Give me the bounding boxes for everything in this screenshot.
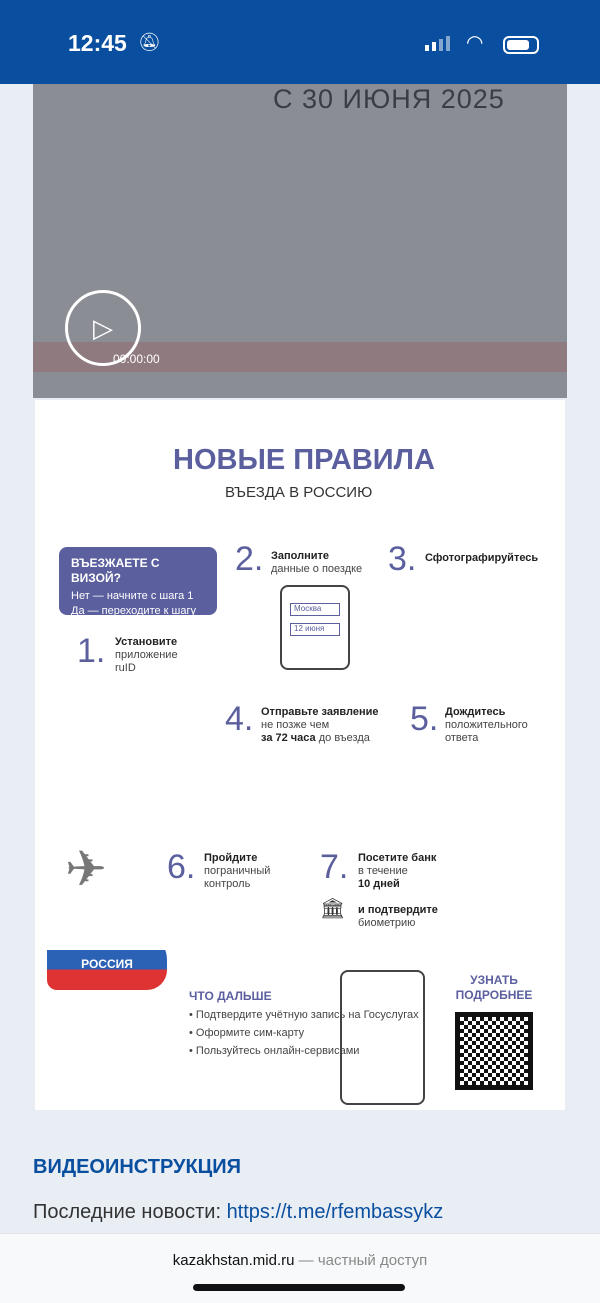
wifi-icon: ◠ — [466, 32, 484, 54]
step-bold: Сфотографируйтесь — [425, 552, 539, 564]
bank-icon: 🏛︎ — [320, 898, 346, 920]
step-number: 4. — [225, 700, 254, 738]
next-steps-title: ЧТО ДАЛЬШЕ — [189, 989, 272, 1003]
infographic-subtitle: ВЪЕЗДА В РОССИЮ — [225, 484, 373, 501]
home-indicator[interactable] — [193, 1284, 405, 1291]
next-item: • Пользуйтесь онлайн-сервисами — [189, 1045, 360, 1057]
play-icon: ▷ — [93, 312, 113, 343]
bell-slash-icon: 🔕︎ — [138, 32, 161, 52]
step-number: 2. — [235, 540, 264, 578]
step-bold: за 72 часа — [261, 732, 316, 744]
step-bold: Заполните — [271, 550, 329, 562]
map-label: РОССИЯ — [81, 957, 133, 971]
step-number: 6. — [167, 848, 196, 886]
browser-bar: kazakhstan.mid.ru — частный доступ — [0, 1233, 600, 1303]
cellular-icon — [425, 36, 450, 51]
next-item: • Оформите сим-карту — [189, 1027, 305, 1039]
step-1: 1. — [77, 632, 105, 671]
visa-box-title: ВЪЕЗЖАЕТЕ С ВИЗОЙ? — [71, 556, 160, 585]
qr-label: УЗНАТЬ ПОДРОБНЕЕ — [455, 973, 533, 1002]
step-text: данные о поездке — [271, 563, 363, 575]
step-text: не позже чем — [261, 719, 330, 731]
step-bold: Дождитесь — [445, 706, 506, 718]
qr-code[interactable] — [455, 1012, 533, 1090]
step-text: положительного ответа — [445, 719, 528, 744]
step-text: пограничный контроль — [204, 865, 271, 890]
step-text: в течение — [358, 865, 408, 877]
visa-box: ВЪЕЗЖАЕТЕ С ВИЗОЙ? Нет — начните с шага 1… — [59, 547, 217, 632]
clock: 12:45 — [68, 30, 127, 56]
step-number: 3. — [388, 540, 417, 578]
step-text: до въезда — [318, 732, 370, 744]
id-card-illustration — [340, 970, 425, 1105]
next-item: • Подтвердите учётную запись на Госуслуг… — [189, 1009, 419, 1021]
url-domain: kazakhstan.mid.ru — [172, 1252, 295, 1269]
visa-box-line: Нет — начните с шага 1 — [71, 590, 194, 602]
airplane-icon: ✈︎ — [65, 841, 107, 897]
infographic-title: НОВЫЕ ПРАВИЛА — [173, 444, 435, 476]
video-timestamp: 00:00:00 — [113, 352, 160, 366]
infographic: НОВЫЕ ПРАВИЛА ВЪЕЗДА В РОССИЮ ВЪЕЗЖАЕТЕ … — [35, 400, 565, 1110]
visa-box-line: Да — переходите к шагу 6 — [71, 605, 196, 632]
step-number: 5. — [410, 700, 439, 738]
step-bold: Посетите банк — [358, 852, 437, 864]
phone-illustration: Москва 12 июня — [280, 585, 350, 670]
step-bold: Пройдите — [204, 852, 258, 864]
step-bold: Отправьте заявление — [261, 706, 379, 718]
news-line: Последние новости: https://t.me/rfembass… — [33, 1200, 443, 1224]
news-label: Последние новости: — [33, 1201, 227, 1223]
step-number: 1. — [77, 632, 106, 670]
url-bar[interactable]: kazakhstan.mid.ru — частный доступ — [0, 1252, 600, 1269]
step-number: 7. — [320, 848, 349, 886]
private-label: — частный доступ — [294, 1252, 428, 1269]
video-player[interactable]: С 30 ИЮНЯ 2025 ▷ 00:00:00 — [33, 84, 567, 398]
next-steps: ЧТО ДАЛЬШЕ • Подтвердите учётную запись … — [189, 990, 419, 1063]
phone-field: Москва — [290, 603, 340, 616]
battery-icon — [503, 36, 539, 54]
russia-map: РОССИЯ — [47, 930, 167, 990]
play-button[interactable]: ▷ — [65, 290, 141, 366]
step-text: биометрию — [358, 917, 416, 929]
step-bold: Установите — [115, 636, 178, 648]
status-bar: 12:45 🔕︎ ◠ — [0, 0, 600, 84]
news-link[interactable]: https://t.me/rfembassykz — [226, 1201, 444, 1223]
video-frame-text: С 30 ИЮНЯ 2025 — [273, 84, 505, 114]
step-text: приложение ruID — [115, 649, 178, 674]
step-bold: и подтвердите — [358, 904, 438, 916]
step-bold: 10 дней — [358, 878, 400, 890]
section-heading: ВИДЕОИНСТРУКЦИЯ — [33, 1156, 242, 1178]
step-3-text: Сфотографируйтесь — [425, 552, 538, 565]
phone-field: 12 июня — [290, 623, 340, 636]
